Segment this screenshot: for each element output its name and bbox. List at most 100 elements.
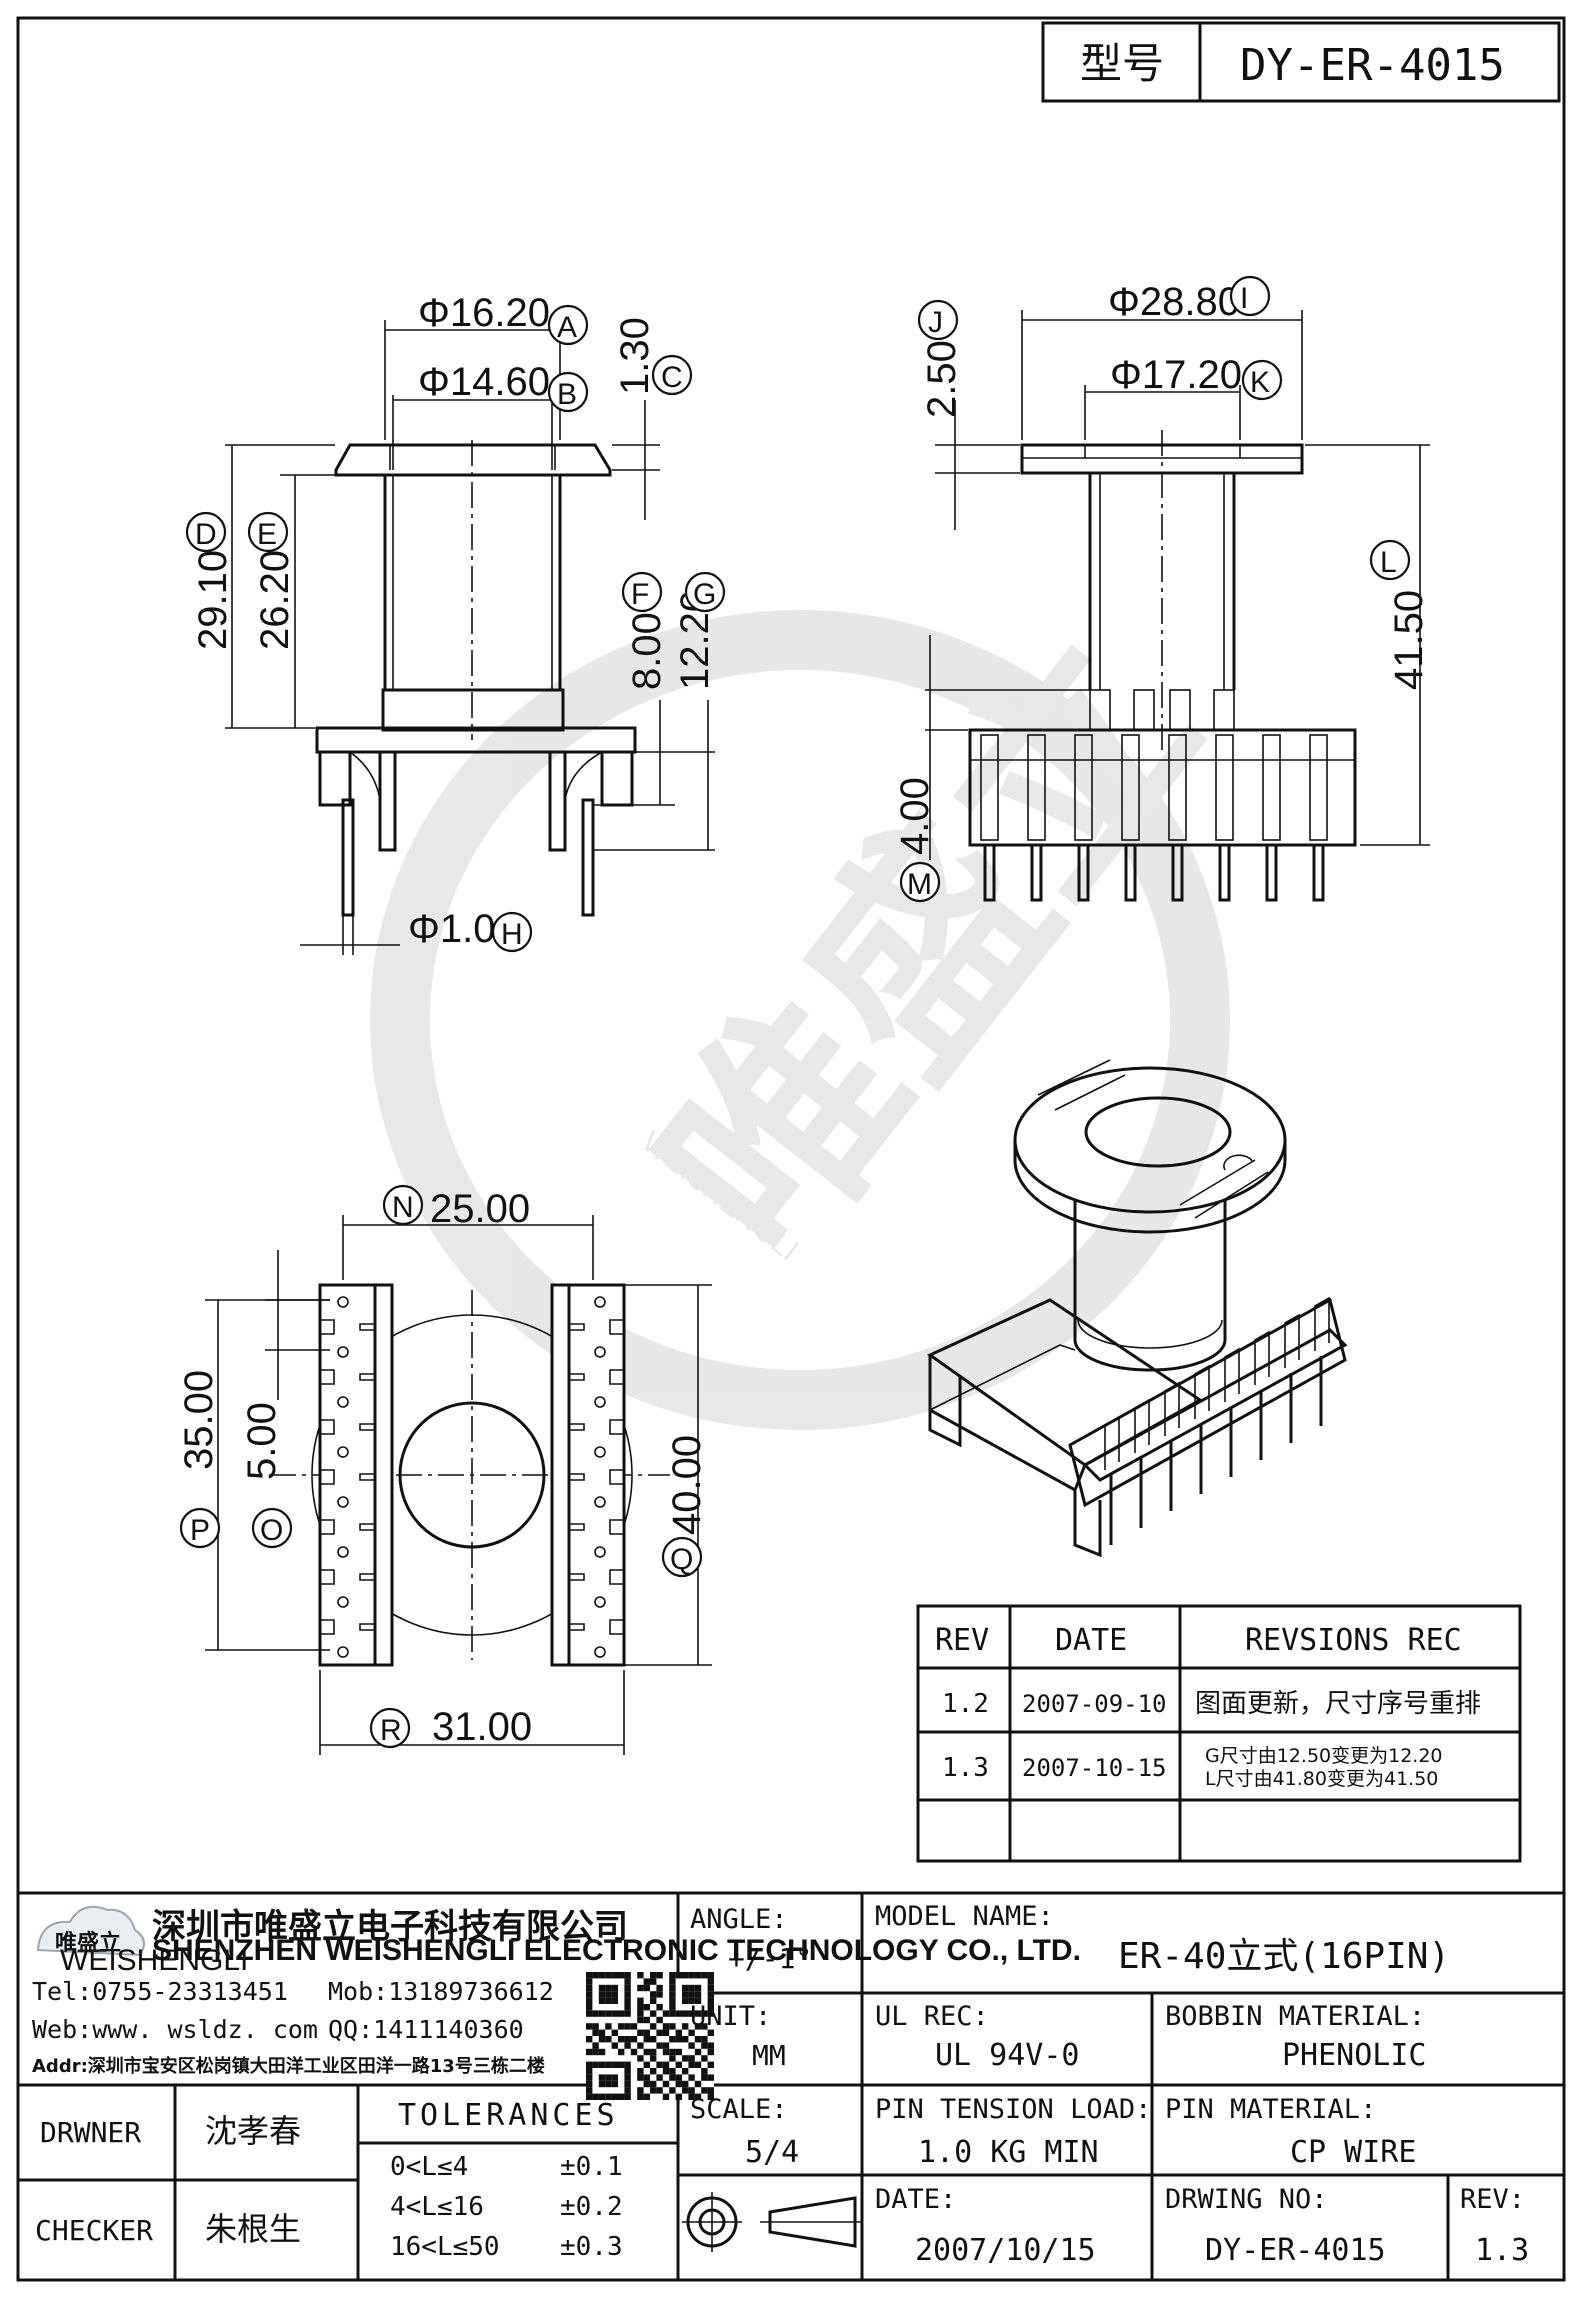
qr-module (707, 2048, 714, 2056)
qr-module (675, 2010, 682, 2017)
qr-module (707, 1991, 714, 1998)
qr-module (592, 2093, 599, 2100)
svg-text:R: R (380, 1714, 402, 1747)
ul-label: UL REC: (875, 2001, 989, 2032)
ul-value: UL 94V-0 (935, 2038, 1080, 2073)
rev-row1-date: 2007-09-10 (1022, 1690, 1167, 1718)
dim-P: 35.00 (177, 1370, 221, 1470)
company-logo: 唯盛立 WEISHENGLI (36, 1906, 248, 1977)
qr-module (650, 2087, 657, 2094)
qr-module (701, 2068, 708, 2075)
qr-module (598, 2036, 606, 2043)
qr-module (605, 2036, 612, 2043)
qr-module (637, 1972, 644, 1979)
scale-value: 5/4 (745, 2135, 799, 2170)
qr-module (618, 2023, 625, 2030)
rail-notch (320, 1569, 335, 1585)
qr-module (694, 2023, 702, 2030)
dim-E: 26.20 (253, 550, 297, 650)
qr-module (662, 2029, 670, 2036)
qr-module (650, 2080, 657, 2088)
qr-module (624, 2093, 631, 2100)
qr-module (630, 2048, 638, 2056)
rail-notch (320, 1369, 335, 1385)
side-slot (1121, 734, 1140, 841)
qr-module (688, 2074, 695, 2081)
qr-module (643, 2080, 650, 2088)
svg-text:I: I (1240, 282, 1248, 315)
qr-module (637, 1984, 644, 1992)
qr-module (598, 1972, 606, 1979)
qr-module (618, 2010, 625, 2017)
bubble-D: D (185, 511, 227, 553)
rail-notch (320, 1519, 335, 1535)
dim-I: Φ28.80 (1108, 280, 1240, 324)
bubble-F: F (621, 571, 663, 613)
qr-module (586, 1984, 593, 1992)
qr-module (637, 2029, 644, 2036)
type-block: 型号 DY-ER-4015 (1041, 21, 1561, 103)
qr-module (650, 2068, 657, 2075)
qr-module (707, 2074, 714, 2081)
qr-module (643, 2048, 650, 2056)
svg-text:A: A (557, 311, 577, 344)
qr-module (624, 1997, 631, 2004)
qr-module (701, 2055, 708, 2062)
qr-module (630, 2036, 638, 2043)
qr-module (662, 2023, 670, 2030)
qr-module (688, 2093, 695, 2100)
qr-module (701, 2023, 708, 2030)
dim-C: 1.30 (613, 317, 657, 395)
qr-module (624, 2061, 631, 2068)
type-label: 型号 (1080, 39, 1164, 88)
bubble-H: H (491, 911, 533, 953)
company-name-en: SHENZHEN WEISHENGLI ELECTRONIC TECHNOLOG… (152, 1934, 1081, 1967)
qr-module (643, 2016, 650, 2024)
qr-module (624, 2042, 631, 2049)
qr-module (624, 1978, 631, 1985)
qr-module (643, 2074, 650, 2081)
logo-sub: WEISHENGLI (60, 1944, 248, 1977)
svg-text:P: P (190, 1514, 210, 1547)
qr-module (611, 2010, 618, 2017)
qr-module (688, 1997, 695, 2004)
qr-module (675, 2080, 682, 2088)
qr-module (682, 2055, 689, 2062)
qr-module (624, 2074, 631, 2081)
qr-module (650, 2023, 657, 2030)
watermark: 唯盛立 WEISHENGLI (370, 594, 1247, 1430)
qr-module (707, 2010, 714, 2017)
bobbin-value: PHENOLIC (1282, 2038, 1427, 2073)
qr-module (586, 2061, 593, 2068)
rev-header-date: DATE (1055, 1623, 1127, 1658)
qr-module (643, 2004, 650, 2011)
bubble-L: L (1369, 539, 1411, 581)
svg-text:M: M (907, 868, 932, 901)
qr-module (694, 2048, 702, 2056)
qr-module (682, 1984, 689, 1992)
pin-hole (594, 1496, 606, 1508)
qr-module (643, 1978, 650, 1985)
pin-hole (337, 1346, 349, 1358)
qr-module (694, 2080, 702, 2088)
rev-row1-rev: 1.2 (942, 1689, 989, 1719)
qr-module (586, 2074, 593, 2081)
qr-module (707, 1978, 714, 1985)
qr-module (611, 1972, 618, 1979)
qr-module (592, 2048, 599, 2056)
iso-tooth (1224, 1347, 1240, 1402)
qr-module (605, 2080, 612, 2088)
qr-module (675, 2048, 682, 2056)
bubble-J: J (917, 299, 959, 341)
dim-F: 8.00 (625, 612, 669, 690)
qr-module (643, 1984, 650, 1992)
rev-value: 1.3 (1475, 2233, 1529, 2268)
bubble-I: I (1229, 275, 1271, 317)
tol-value-3: ±0.3 (560, 2232, 623, 2262)
qr-module (605, 1991, 612, 1998)
qr-module (669, 2068, 676, 2075)
rail-notch (609, 1519, 624, 1535)
qr-module (605, 2061, 612, 2068)
side-slot (1262, 734, 1281, 841)
date-value: 2007/10/15 (915, 2233, 1096, 2268)
